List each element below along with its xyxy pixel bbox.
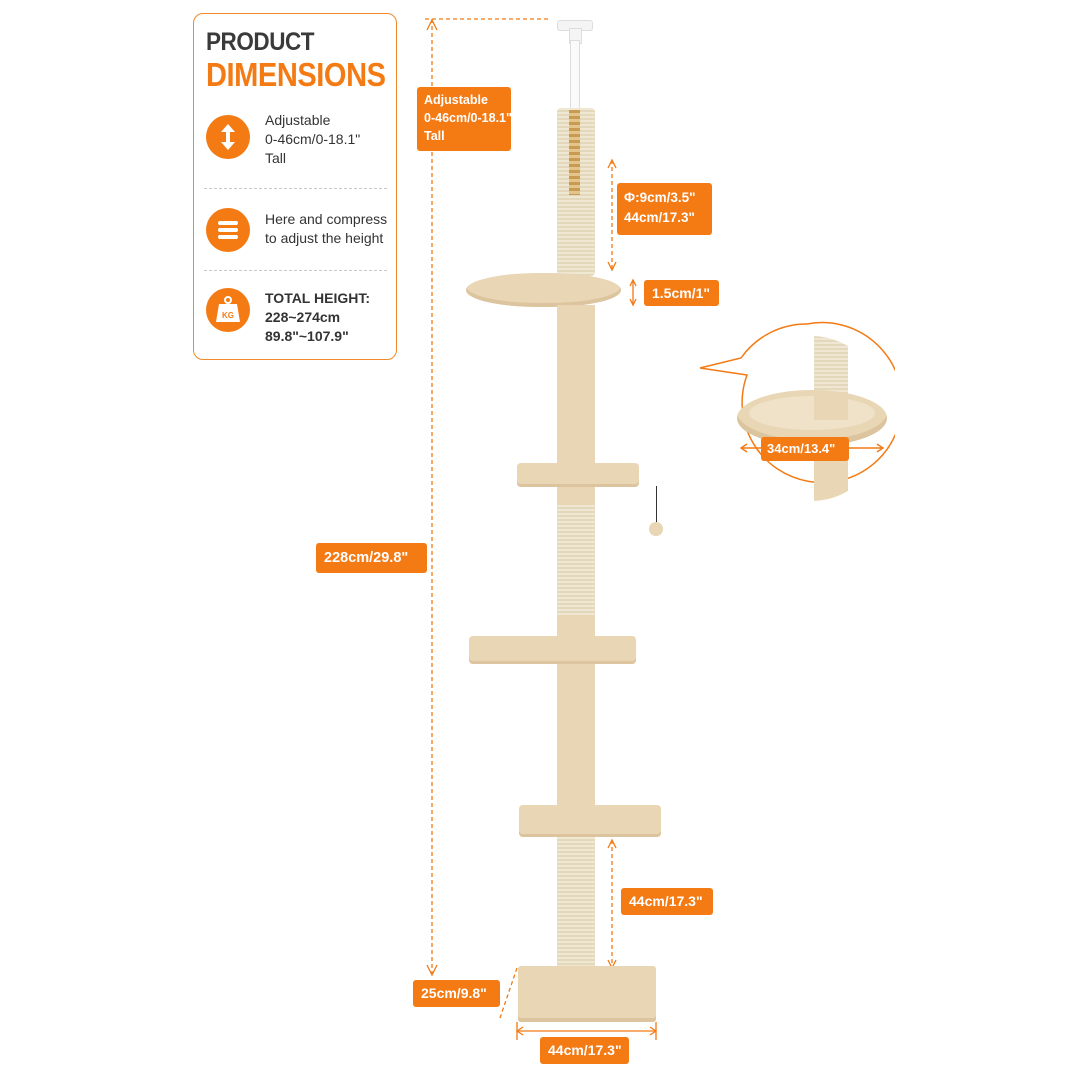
total-height-tag: 228cm/29.8" — [316, 543, 427, 573]
bed-thickness-tag: 1.5cm/1" — [644, 280, 719, 306]
separator — [204, 188, 387, 189]
post-diameter-tag: Φ:9cm/3.5"44cm/17.3" — [617, 183, 712, 235]
toy-ball — [649, 522, 663, 536]
base-height-tag: 25cm/9.8" — [413, 980, 500, 1007]
separator — [204, 270, 387, 271]
up-down-arrow-icon — [206, 115, 250, 159]
svg-text:KG: KG — [222, 311, 234, 320]
base-width-tag: 44cm/17.3" — [540, 1037, 629, 1064]
bottom-post-tag: 44cm/17.3" — [621, 888, 713, 915]
bed-diameter-tag: 34cm/13.4" — [761, 437, 849, 461]
platform — [517, 463, 639, 487]
bed-detail-image — [737, 336, 887, 501]
compress-stack-icon — [206, 208, 250, 252]
top-bed — [466, 273, 621, 307]
sisal-post — [557, 837, 595, 967]
plush-post — [557, 664, 595, 809]
platform — [469, 636, 636, 664]
title-dimensions: DIMENSIONS — [206, 56, 386, 93]
plush-post — [557, 305, 595, 470]
title-product: PRODUCT — [206, 28, 315, 56]
weight-kg-icon: KG — [206, 288, 250, 332]
base — [518, 966, 656, 1022]
telescopic-rod — [570, 40, 580, 112]
sisal-post — [557, 505, 595, 617]
platform — [519, 805, 661, 837]
hanging-toy — [569, 110, 580, 195]
